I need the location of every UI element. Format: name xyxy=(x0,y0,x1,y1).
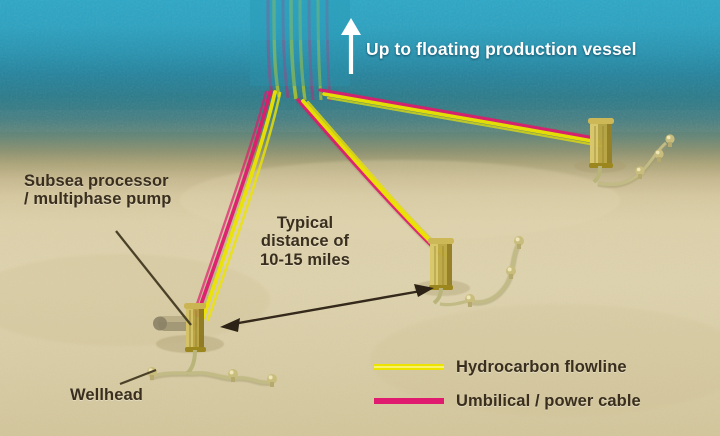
legend-label-umbilical-power-cable: Umbilical / power cable xyxy=(456,392,641,410)
annotation-layer xyxy=(115,18,434,386)
wellhead[interactable] xyxy=(228,369,238,382)
label-up-to-floating-production-vessel: Up to floating production vessel xyxy=(366,39,637,59)
water-haze xyxy=(250,0,350,40)
wellhead[interactable] xyxy=(654,149,664,162)
processor-frame xyxy=(184,303,206,352)
wellhead-leader-line xyxy=(119,368,157,386)
trunk-left xyxy=(191,87,282,322)
wellhead[interactable] xyxy=(514,236,524,249)
label-subsea-processor-multiphase-pump: Subsea processor / multiphase pump xyxy=(24,172,172,209)
legend-swatches xyxy=(374,364,444,404)
wellhead[interactable] xyxy=(465,294,475,307)
well-cluster-right xyxy=(597,134,675,189)
subsea-manifold-center[interactable] xyxy=(414,238,470,305)
trunk-right xyxy=(318,88,603,148)
water-haze xyxy=(250,0,350,86)
subsea-manifold-right[interactable] xyxy=(574,118,626,184)
distance-double-arrow-icon xyxy=(220,284,434,332)
wellhead[interactable] xyxy=(635,166,645,179)
label-typical-distance: Typical distance of 10-15 miles xyxy=(259,214,351,269)
seabed-highlight xyxy=(180,160,620,240)
label-wellhead: Wellhead xyxy=(70,386,143,404)
riser-bundle xyxy=(250,0,350,102)
wellhead[interactable] xyxy=(267,374,277,387)
jumper xyxy=(432,287,443,305)
wellhead[interactable] xyxy=(506,266,516,279)
wellhead[interactable] xyxy=(665,134,675,147)
processor-leader-line xyxy=(115,230,192,326)
jumper xyxy=(592,165,602,184)
up-arrow-icon xyxy=(341,18,361,74)
legend-label-hydrocarbon-flowline: Hydrocarbon flowline xyxy=(456,358,627,376)
subsea-processor-module[interactable] xyxy=(153,303,224,376)
flowline-network xyxy=(191,87,603,322)
well-cluster-center xyxy=(439,236,524,307)
seabed-mound xyxy=(370,304,720,416)
